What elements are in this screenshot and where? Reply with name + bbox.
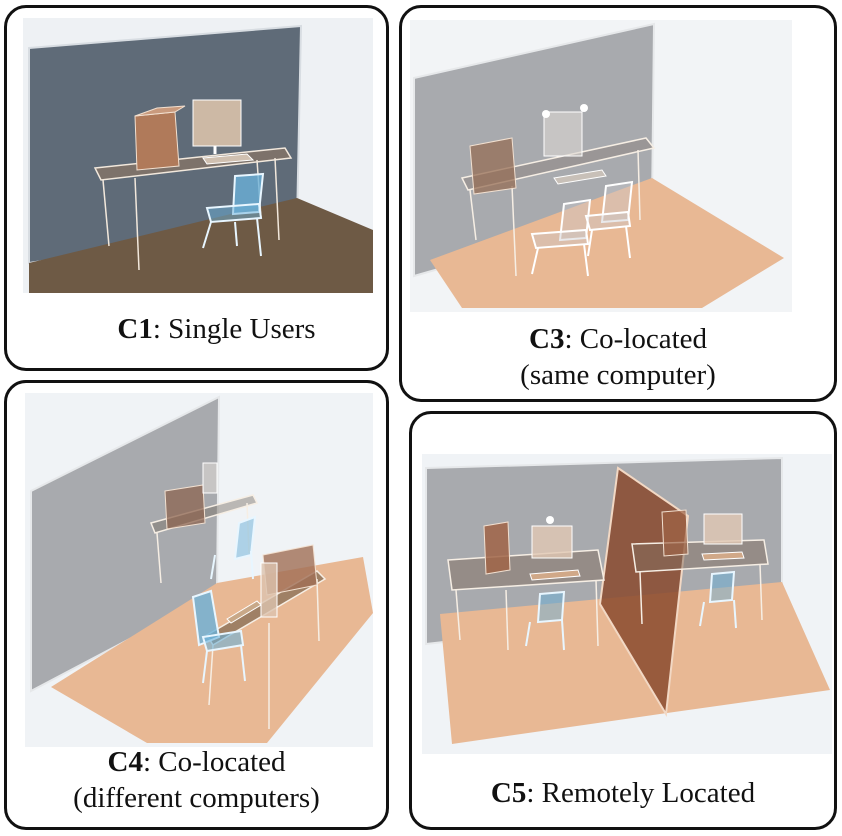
caption-c3-line1: C3: Co-located xyxy=(529,323,707,355)
caption-c5: C5: Remotely Located xyxy=(490,777,756,809)
chair-front xyxy=(191,589,246,684)
caption-label: C3 xyxy=(529,323,565,355)
panel-c5: C5: Remotely Located xyxy=(409,411,837,830)
caption-label: C4 xyxy=(107,746,143,778)
panel-c1: C1: Single Users xyxy=(4,5,389,371)
caption-c3-line2: (same computer) xyxy=(520,359,716,391)
monitor xyxy=(543,111,583,157)
caption-c4-line1: C4: Co-located xyxy=(107,746,286,778)
caption-text: Remotely Located xyxy=(541,777,756,809)
keyboard-front xyxy=(226,600,262,624)
monitor-right xyxy=(703,513,743,545)
caption-c1: C1: Single Users xyxy=(117,313,316,345)
keyboard-right xyxy=(701,551,745,561)
scene-remotely-located xyxy=(422,454,832,754)
computer-case-right xyxy=(661,509,689,557)
scene-co-located-different-computers xyxy=(25,393,373,747)
computer-case-back xyxy=(164,484,206,530)
caption-text: Co-located xyxy=(158,746,286,778)
monitor-back xyxy=(202,462,218,494)
computer-case-left xyxy=(483,521,511,575)
scene-single-user xyxy=(23,18,373,293)
floor xyxy=(430,178,784,308)
chair-left xyxy=(530,198,592,277)
monitor xyxy=(192,99,242,147)
panel-c4: C4: Co-located (different computers) xyxy=(4,380,389,830)
caption-text: Single Users xyxy=(168,313,316,345)
computer-case xyxy=(134,111,180,171)
caption-label: C5 xyxy=(490,777,527,809)
chair-left xyxy=(525,590,566,651)
floor xyxy=(29,198,373,293)
monitor-left xyxy=(531,525,573,559)
keyboard xyxy=(553,169,607,185)
webcam-icon xyxy=(542,110,550,118)
caption-c4-line2: (different computers) xyxy=(73,782,320,814)
computer-case xyxy=(469,137,517,195)
chair xyxy=(202,172,265,257)
chair-right xyxy=(699,570,737,629)
keyboard-left xyxy=(529,569,581,581)
webcam-icon xyxy=(546,516,554,524)
chair-right xyxy=(584,180,634,259)
scene-co-located-same-computer xyxy=(410,20,792,312)
caption-label: C1 xyxy=(117,313,153,345)
monitor-front xyxy=(260,562,278,618)
keyboard xyxy=(202,153,255,165)
panel-c3: C3: Co-located (same computer) xyxy=(399,5,837,402)
chair-back xyxy=(210,515,257,580)
caption-text: Co-located xyxy=(579,323,707,355)
